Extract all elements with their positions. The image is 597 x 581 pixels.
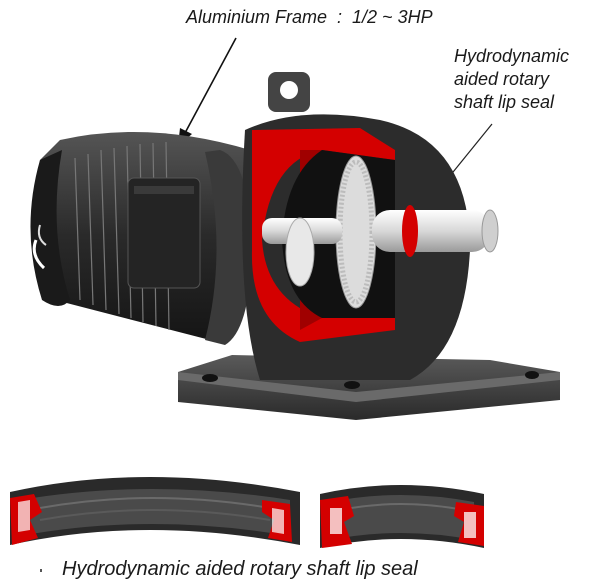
frame-pointer-arrow	[178, 37, 237, 146]
caption-bullet	[40, 569, 42, 572]
aluminium-frame-label: Aluminium Frame : 1/2 ~ 3HP	[186, 7, 433, 27]
lip-seal-small	[320, 485, 484, 548]
lip-seal-label-line-3: shaft lip seal	[454, 92, 555, 112]
lip-seal-label-line-2: aided rotary	[454, 69, 550, 89]
gear-train	[262, 155, 499, 309]
electric-motor	[30, 132, 252, 345]
lip-seal-caption: Hydrodynamic aided rotary shaft lip seal	[62, 558, 418, 580]
lip-seal-callout-label: Hydrodynamic aided rotary shaft lip seal	[454, 45, 594, 114]
lip-seal-large	[10, 477, 300, 545]
lip-seal-label-line-1: Hydrodynamic	[454, 46, 570, 66]
